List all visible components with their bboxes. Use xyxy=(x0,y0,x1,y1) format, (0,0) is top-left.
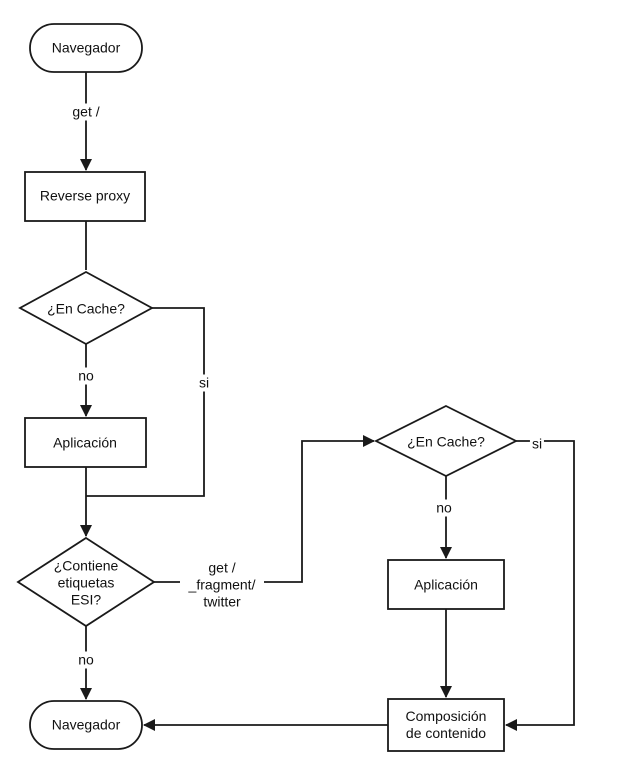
edge-cache1-si xyxy=(86,307,205,497)
reverse-proxy-node xyxy=(24,171,146,222)
app-1-node xyxy=(24,417,147,468)
browser-top-label: Navegador xyxy=(51,39,121,56)
reverse-proxy-label: Reverse proxy xyxy=(39,187,131,204)
browser-bottom-label: Navegador xyxy=(51,716,121,733)
browser-bottom-node xyxy=(29,700,143,750)
edge-cache2-si xyxy=(505,440,575,731)
esi-check-label: ¿Contiene etiquetas ESI? xyxy=(53,557,119,608)
edge-label-get-fragment: get / _fragment/ twitter xyxy=(180,559,264,611)
cache-check-2-label: ¿En Cache? xyxy=(407,433,485,450)
edge-label-cache2-si: si xyxy=(529,435,545,453)
edge-label-cache1-no: no xyxy=(76,367,96,385)
edge-label-cache2-no: no xyxy=(434,499,454,517)
app-2-node xyxy=(387,559,505,610)
edge-label-cache1-si: si xyxy=(196,374,212,392)
cache-check-1-label: ¿En Cache? xyxy=(47,300,125,317)
composition-label: Composición de contenido xyxy=(405,708,487,741)
app-2-label: Aplicación xyxy=(414,576,478,593)
app-1-label: Aplicación xyxy=(53,434,117,451)
edge-label-esi-no: no xyxy=(76,651,96,669)
edge-label-get-root: get / xyxy=(70,103,102,121)
